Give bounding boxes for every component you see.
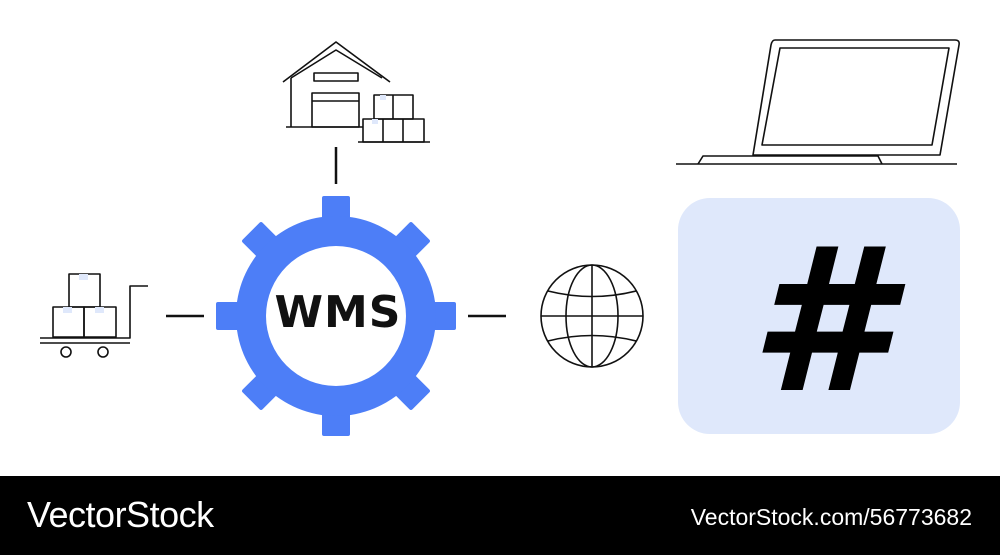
image-id: VectorStock.com/56773682 <box>690 504 972 530</box>
diagram-svg <box>40 39 960 436</box>
wms-label: WMS <box>274 287 402 338</box>
diagram-canvas: WMS # <box>40 39 960 438</box>
brand-logo: VectorStock <box>27 494 214 536</box>
hash-panel <box>678 198 960 434</box>
watermark-bar: VectorStock VectorStock.com/56773682 <box>0 476 1000 555</box>
warehouse-tape-accents <box>372 95 386 124</box>
globe-icon <box>540 264 644 368</box>
warehouse-icon <box>282 41 430 143</box>
cart-boxes-icon <box>40 273 148 358</box>
laptop-icon <box>676 39 960 165</box>
hash-icon: # <box>749 205 889 438</box>
cart-tape-accents <box>63 274 104 313</box>
brand-name: VectorStock <box>27 494 214 535</box>
gear-icon <box>216 196 456 436</box>
